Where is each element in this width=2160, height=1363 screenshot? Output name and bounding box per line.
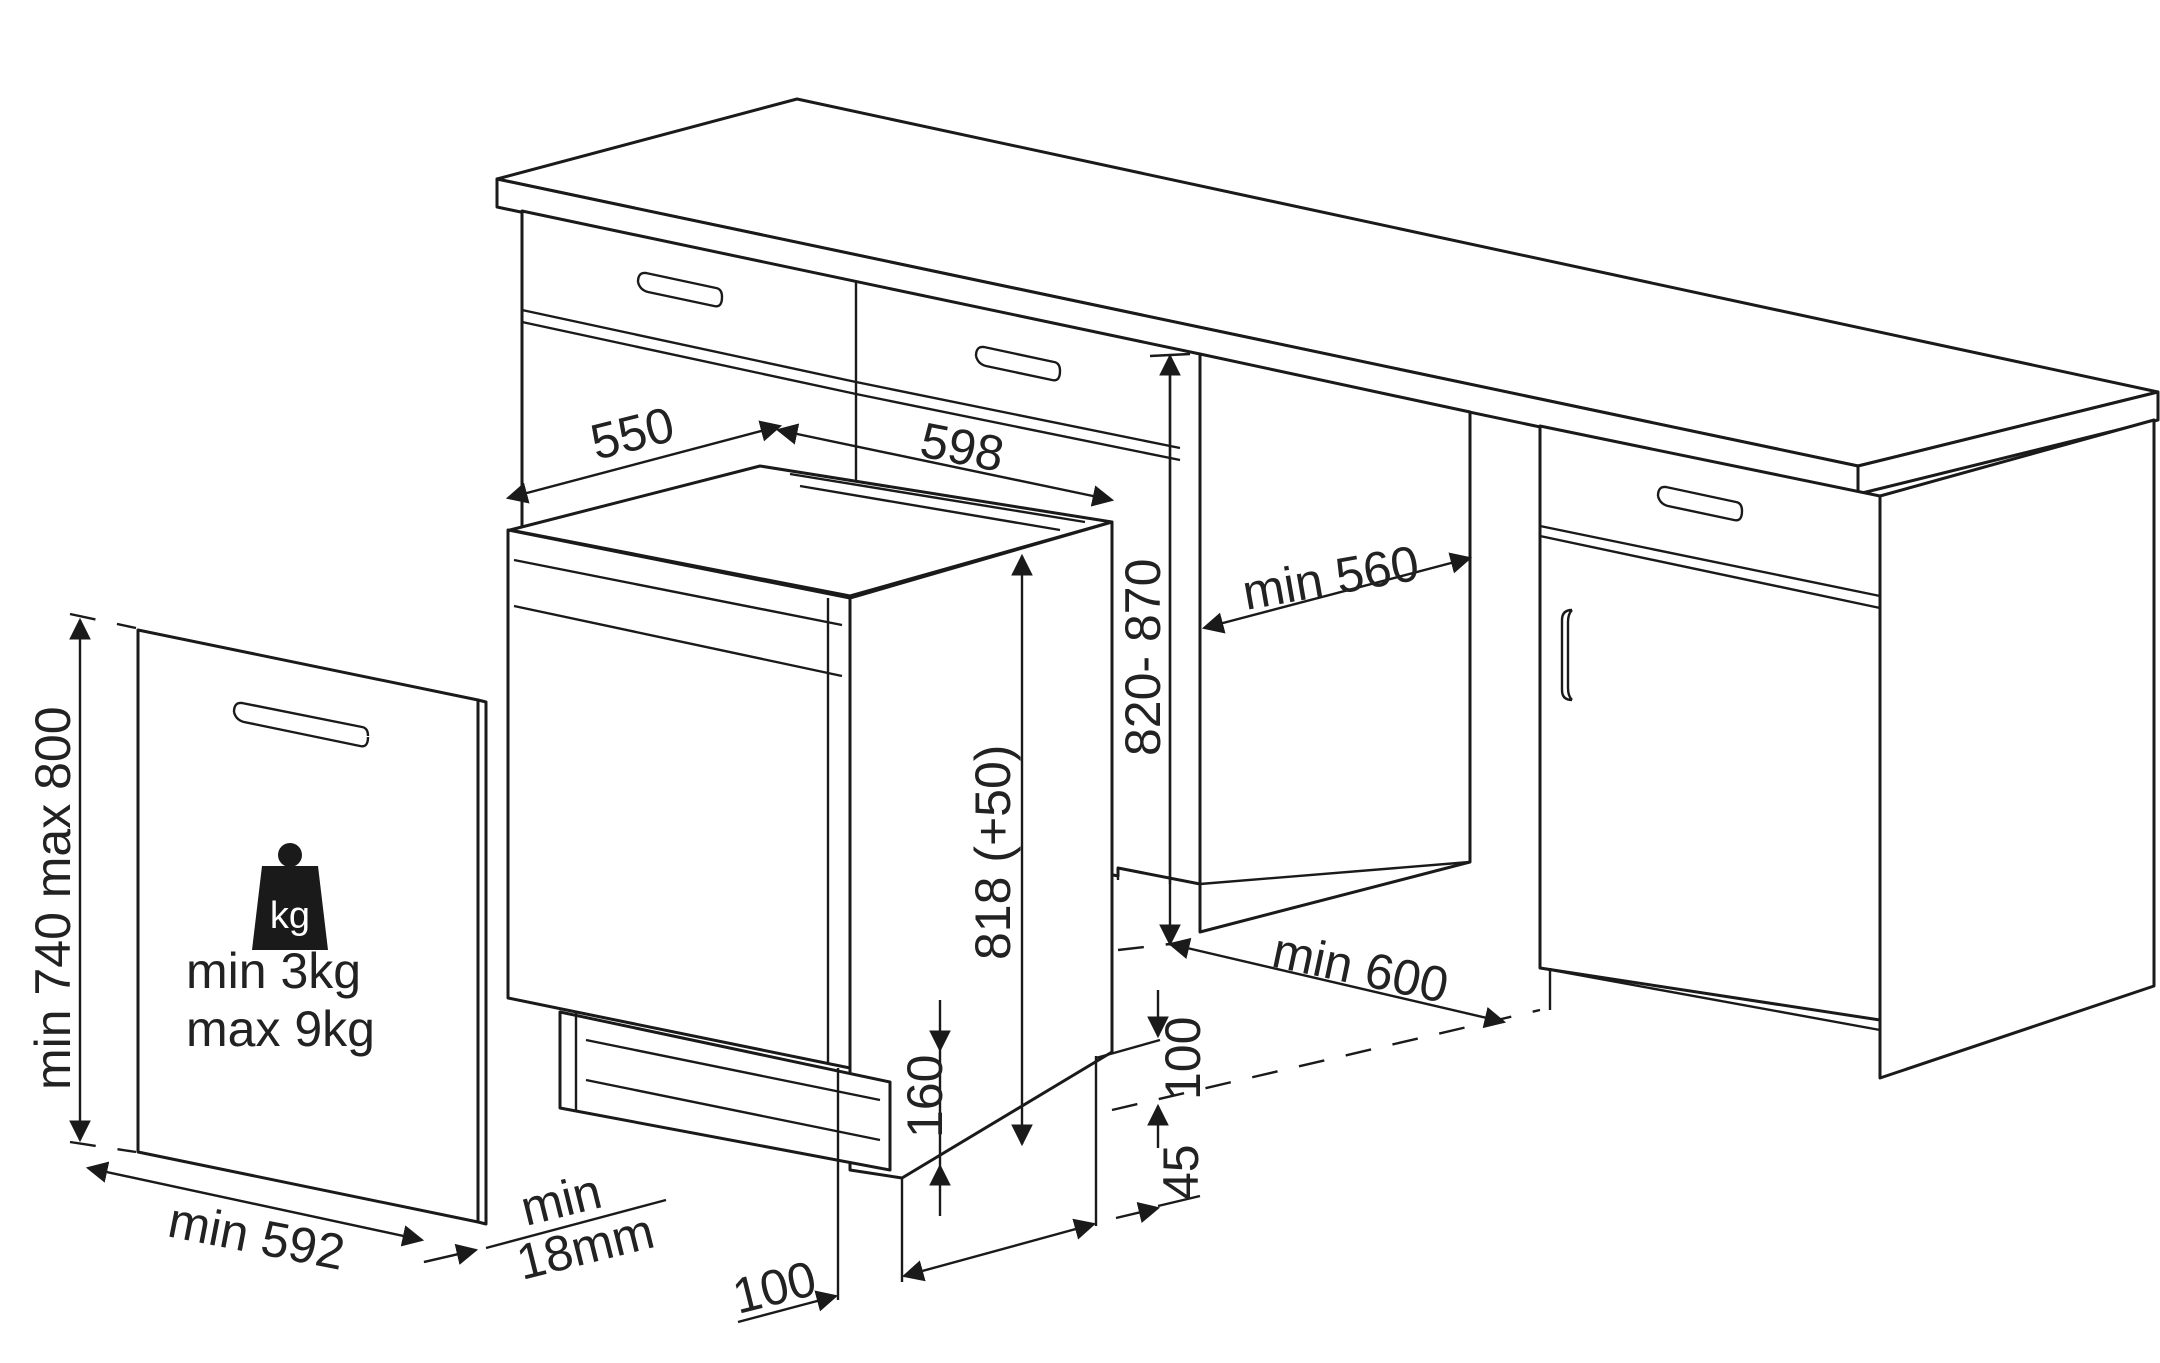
weight-min-label: min 3kg xyxy=(186,943,361,999)
dishwasher xyxy=(506,464,1114,1180)
cabinet-height-label: 820- 870 xyxy=(1115,559,1171,756)
weight-unit-label: kg xyxy=(270,895,310,937)
foot-height-label: 45 xyxy=(1153,1144,1209,1200)
weight-max-label: max 9kg xyxy=(186,1001,375,1057)
door-handle xyxy=(1560,608,1573,702)
dishwasher-front xyxy=(506,528,852,1070)
panel-height-label: min 740 max 800 xyxy=(25,706,81,1090)
right-cabinet-side xyxy=(1878,418,2156,1080)
niche-back-wall xyxy=(1198,352,1472,934)
niche-depth-label: min 600 xyxy=(1268,922,1454,1014)
decor-panel: kg min 3kg max 9kg xyxy=(136,628,488,1226)
appliance-height-label: 818 (+50) xyxy=(965,745,1021,960)
weight-icon: kg xyxy=(252,843,328,950)
front-offset-label: 100 xyxy=(727,1250,822,1325)
panel-handle xyxy=(232,701,370,748)
drawer-handle-3 xyxy=(1656,485,1744,522)
plinth-clearance-label: 100 xyxy=(1155,1017,1211,1100)
decor-panel-edge xyxy=(476,698,488,1226)
drawer-handle-1 xyxy=(636,271,724,308)
drawer-handle-2 xyxy=(974,345,1062,382)
countertop-side-edge xyxy=(1856,390,2160,496)
plinth-height-label: 160 xyxy=(897,1055,953,1138)
